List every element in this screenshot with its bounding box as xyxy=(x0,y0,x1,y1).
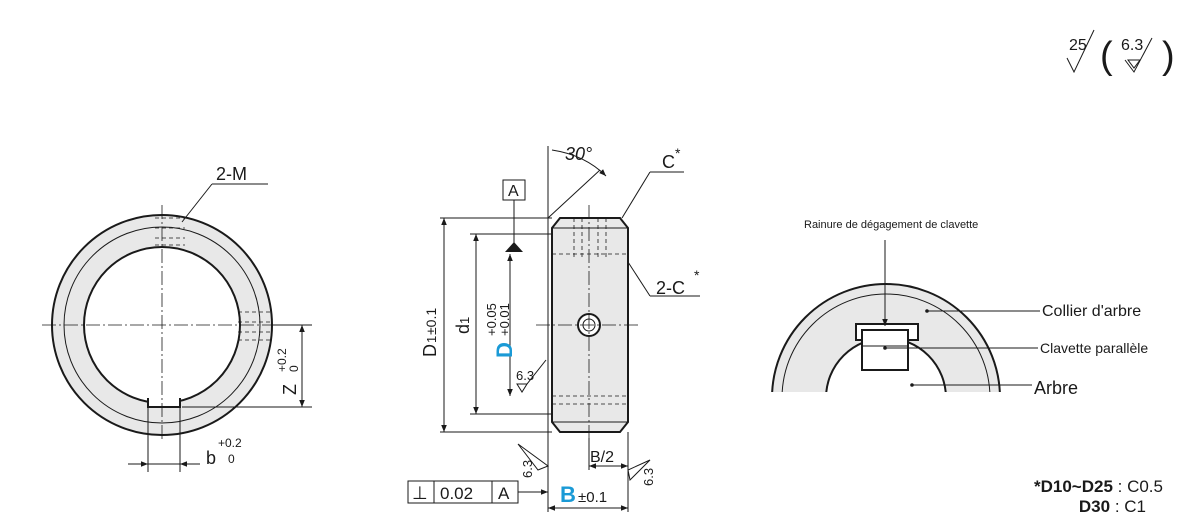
collar-label: Collier d'arbre xyxy=(1042,303,1141,320)
datum-triangle-icon xyxy=(505,242,523,252)
keyway-notch xyxy=(148,395,180,407)
chamfer-side-mark: * xyxy=(694,267,700,283)
D-tol-upper: +0.05 xyxy=(484,303,499,336)
roughness-paren-close: ) xyxy=(1162,35,1175,77)
chamfer-notes: *D10~D25 : C0.5 D30 : C1 xyxy=(1034,477,1163,516)
z-tol-lower: 0 xyxy=(287,365,301,372)
perpendicularity-icon: ⊥ xyxy=(412,483,428,503)
roughness-face-left-value: 6.3 xyxy=(520,460,535,478)
D-label: D xyxy=(492,342,517,358)
chamfer-top-label: C xyxy=(662,152,675,172)
roughness-inner-icon xyxy=(516,383,528,393)
assembly-collar xyxy=(771,283,1001,392)
roughness-paren-open: ( xyxy=(1100,35,1113,77)
key-label: Clavette parallèle xyxy=(1040,340,1148,356)
chamfer-top-mark: * xyxy=(675,145,681,161)
roughness-inner-value: 6.3 xyxy=(516,368,534,383)
angle-label: 30° xyxy=(565,144,592,164)
z-tol-upper: +0.2 xyxy=(275,348,289,372)
datum-label: A xyxy=(508,183,519,200)
roughness-triangle-icon xyxy=(1124,37,1153,73)
roughness-face-right-value: 6.3 xyxy=(641,468,656,486)
d1-outer-tol: ±0.1 xyxy=(423,308,439,335)
d1-outer-sub: 1 xyxy=(424,336,439,343)
parallel-key xyxy=(861,329,909,371)
roughness-secondary-value: 6.3 xyxy=(1121,37,1143,54)
keyway-title: Rainure de dégagement de clavette xyxy=(804,219,978,231)
perpendicularity-value: 0.02 xyxy=(440,484,473,503)
b-label: b xyxy=(206,448,216,468)
bore-label: d xyxy=(453,324,473,334)
perpendicularity-datum: A xyxy=(498,484,510,503)
B-tol: ±0.1 xyxy=(578,489,607,506)
d1-outer-label: D xyxy=(420,344,440,357)
note-line-1: *D10~D25 : C0.5 xyxy=(1034,477,1163,496)
shaft-label: Arbre xyxy=(1034,378,1078,398)
roughness-main-value: 25 xyxy=(1069,37,1087,54)
thread-label: 2-M xyxy=(216,164,247,184)
b-tol-lower: 0 xyxy=(228,452,235,466)
roughness-symbol-group: 25 ( 6.3 ) xyxy=(1066,29,1175,77)
note-line-2: D30 : C1 xyxy=(1079,497,1146,516)
half-b-label: B/2 xyxy=(590,449,614,466)
roughness-face-right-icon xyxy=(627,459,651,482)
roughness-face-left-icon xyxy=(517,443,550,471)
front-view: 2-M Z +0.2 0 b +0.2 0 xyxy=(42,164,312,472)
side-view: 30° C * 2-C * A D 1 ±0.1 d 1 D +0.05 +0.… xyxy=(407,144,700,512)
B-label: B xyxy=(560,482,576,507)
z-label: Z xyxy=(280,384,300,395)
D-tol-lower: +0.01 xyxy=(497,303,512,336)
assembly-view: Rainure de dégagement de clavette Collie… xyxy=(771,219,1148,398)
b-tol-upper: +0.2 xyxy=(218,436,242,450)
chamfer-side-label: 2-C xyxy=(656,278,685,298)
bore-sub: 1 xyxy=(457,317,472,324)
roughness-check-icon xyxy=(1066,29,1095,74)
